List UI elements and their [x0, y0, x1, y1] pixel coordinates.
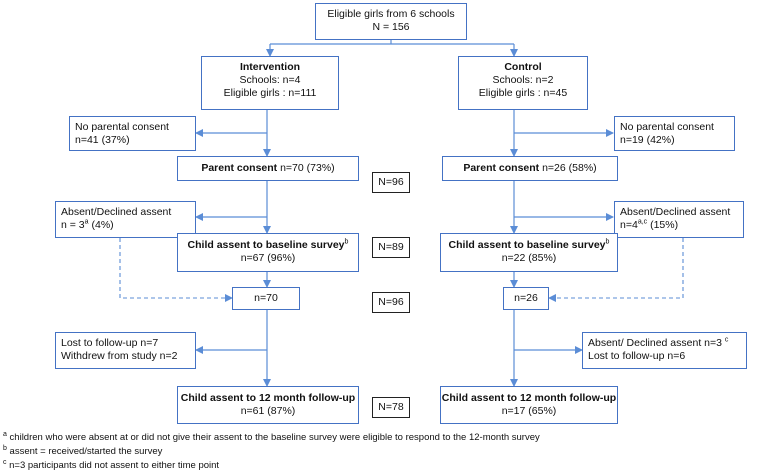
control-combined-count: n=26 [514, 292, 538, 304]
footnote-a-text: children who were absent at or did not g… [6, 432, 540, 443]
footnote-a-mark: a [3, 430, 7, 438]
intervention-final-label: Child assent to 12 month follow-up [180, 392, 356, 404]
control-absent-label: Absent/Declined assent [620, 206, 731, 218]
intervention-parent-consent-label: Parent consent [201, 162, 278, 174]
control-absent-footnote-mark: a,c [637, 218, 648, 226]
intervention-no-consent-count: n=41 (37%) [75, 134, 130, 146]
footnote-b: b assent = received/started the survey [3, 444, 163, 458]
footnote-a: a children who were absent at or did not… [3, 430, 540, 444]
intervention-lost-box: Lost to follow-up n=7 Withdrew from stud… [55, 332, 196, 369]
control-final-count: n=17 (65%) [501, 405, 557, 417]
control-schools: Schools: n=2 [492, 74, 554, 86]
control-no-consent-label: No parental consent [620, 121, 714, 133]
intervention-parent-consent-count: n=70 (73%) [277, 162, 335, 174]
total-final-value: N=78 [378, 401, 404, 413]
control-parent-consent-label: Parent consent [463, 162, 540, 174]
intervention-child-assent-label: Child assent to baseline survey [187, 239, 345, 251]
intervention-lost-label: Lost to follow-up n=7 [61, 337, 159, 349]
intervention-absent-percent: (4%) [88, 219, 114, 231]
total-combined-box: N=96 [372, 292, 410, 313]
footnote-b-mark: b [3, 444, 7, 452]
intervention-no-consent-label: No parental consent [75, 121, 169, 133]
intervention-absent-box: Absent/Declined assent n = 3a (4%) [55, 201, 196, 238]
footnote-c-text: n=3 participants did not assent to eithe… [6, 460, 220, 471]
control-title: Control [504, 61, 542, 73]
total-combined-value: N=96 [378, 296, 404, 308]
footnote-b-text: assent = received/started the survey [6, 446, 163, 457]
intervention-final-box: Child assent to 12 month follow-up n=61 … [177, 386, 359, 424]
total-assent-value: N=89 [378, 241, 404, 253]
intervention-child-assent-count: n=67 (96%) [240, 252, 296, 264]
footnote-c: c n=3 participants did not assent to eit… [3, 458, 220, 472]
total-final-box: N=78 [372, 397, 410, 418]
intervention-no-consent-box: No parental consent n=41 (37%) [69, 116, 196, 151]
control-lost-label: Lost to follow-up n=6 [588, 350, 686, 362]
intervention-child-assent-box: Child assent to baseline surveyb n=67 (9… [177, 233, 359, 272]
control-declined-footnote-mark: c [724, 336, 729, 344]
control-final-label: Child assent to 12 month follow-up [441, 392, 617, 404]
control-absent-count: n=4 [620, 219, 638, 231]
footnote-c-mark: c [3, 458, 7, 466]
intervention-final-count: n=61 (87%) [240, 405, 296, 417]
control-child-assent-count: n=22 (85%) [501, 252, 557, 264]
control-parent-consent-box: Parent consent n=26 (58%) [442, 156, 618, 181]
intervention-title: Intervention [239, 61, 301, 73]
control-eligible: Eligible girls : n=45 [478, 87, 568, 99]
control-no-consent-count: n=19 (42%) [620, 134, 675, 146]
control-child-assent-label: Child assent to baseline survey [448, 239, 606, 251]
intervention-absent-count: n = 3 [61, 219, 85, 231]
control-lost-box: Absent/ Declined assent n=3 c Lost to fo… [582, 332, 747, 369]
eligible-total-box: Eligible girls from 6 schools N = 156 [315, 3, 467, 40]
intervention-combined-box: n=70 [232, 287, 300, 310]
eligible-total-count: N = 156 [372, 21, 410, 33]
intervention-eligible: Eligible girls : n=111 [223, 87, 317, 99]
total-consent-box: N=96 [372, 172, 410, 193]
intervention-absent-label: Absent/Declined assent [61, 206, 172, 218]
dashed-return-intervention [119, 238, 233, 302]
control-final-box: Child assent to 12 month follow-up n=17 … [440, 386, 618, 424]
intervention-withdrew-label: Withdrew from study n=2 [61, 350, 178, 362]
total-consent-value: N=96 [378, 176, 404, 188]
intervention-parent-consent-box: Parent consent n=70 (73%) [177, 156, 359, 181]
control-box: Control Schools: n=2 Eligible girls : n=… [458, 56, 588, 110]
intervention-schools: Schools: n=4 [239, 74, 301, 86]
control-absent-box: Absent/Declined assent n=4a,c (15%) [614, 201, 744, 238]
intervention-child-assent-footnote-mark: b [344, 238, 349, 246]
intervention-combined-count: n=70 [254, 292, 278, 304]
control-declined-label: Absent/ Declined assent n=3 [588, 337, 725, 349]
intervention-absent-footnote-mark: a [84, 218, 89, 226]
intervention-box: Intervention Schools: n=4 Eligible girls… [201, 56, 339, 110]
eligible-total-label: Eligible girls from 6 schools [327, 8, 455, 20]
control-child-assent-box: Child assent to baseline surveyb n=22 (8… [440, 233, 618, 272]
control-no-consent-box: No parental consent n=19 (42%) [614, 116, 735, 151]
control-parent-consent-count: n=26 (58%) [539, 162, 597, 174]
dashed-return-control [548, 238, 684, 302]
total-assent-box: N=89 [372, 237, 410, 258]
control-absent-percent: (15%) [647, 219, 679, 231]
control-combined-box: n=26 [503, 287, 549, 310]
control-child-assent-footnote-mark: b [605, 238, 610, 246]
